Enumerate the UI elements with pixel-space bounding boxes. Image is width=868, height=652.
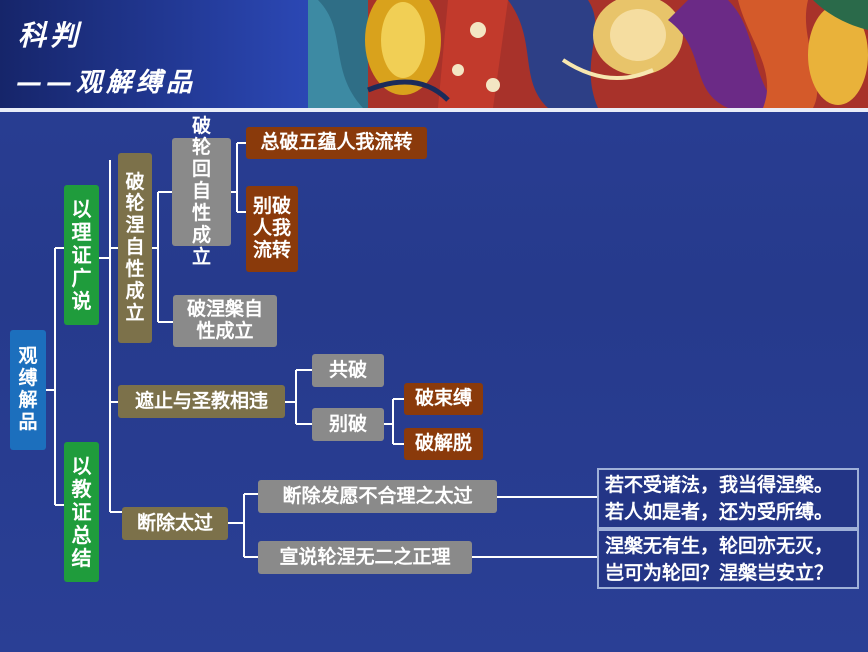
quote-box-2: 涅槃无有生，轮回亦无灭， 岂可为轮回？涅槃岂安立？ — [597, 529, 859, 589]
connector-root — [46, 247, 64, 506]
node-cut-excess: 断除太过 — [122, 507, 228, 540]
leaf-general-refute: 总破五蕴人我流转 — [246, 127, 427, 159]
node-refute-samsara-nirvana: 破轮涅自性成立 — [118, 153, 152, 343]
node-root: 观缚解品 — [10, 330, 46, 450]
connector-avoid-contradiction — [285, 369, 312, 425]
connector-cut-excess — [228, 493, 258, 558]
node-avoid-contradiction: 遮止与圣教相违 — [118, 385, 285, 418]
quote-box-1: 若不受诸法，我当得涅槃。 若人如是者，还为受所缚。 — [597, 468, 859, 529]
node-branch-scripture: 以教证总结 — [64, 442, 99, 582]
node-refute-nirvana: 破涅槃自性成立 — [173, 295, 277, 347]
node-common-refute: 共破 — [312, 354, 384, 387]
quote-2-line-1: 涅槃无有生，轮回亦无灭， — [605, 535, 834, 557]
node-nonduality: 宣说轮涅无二之正理 — [258, 541, 472, 574]
node-branch-reasoning: 以理证广说 — [64, 185, 99, 325]
page-title: 科判 — [18, 19, 83, 52]
thangka-artwork — [308, 0, 868, 108]
leaf-refute-liberation: 破解脱 — [404, 428, 483, 460]
connector-refute-samsara-nirvana — [152, 191, 173, 323]
thangka-artwork-image — [308, 0, 868, 108]
node-separate-refute: 别破 — [312, 408, 384, 441]
leaf-refute-bondage: 破束缚 — [404, 383, 483, 415]
node-refute-samsara: 破轮回自性成立 — [172, 115, 231, 268]
connector-separate-refute — [384, 398, 404, 445]
quote-1-line-1: 若不受诸法，我当得涅槃。 — [605, 474, 834, 496]
header-divider — [0, 108, 868, 112]
quote-1-line-2: 若人如是者，还为受所缚。 — [605, 501, 834, 523]
connector-refute-samsara — [231, 142, 246, 213]
node-cut-wish-excess: 断除发愿不合理之太过 — [258, 480, 497, 513]
header-banner: 科判 ——观解缚品 — [0, 0, 868, 108]
connector-branch-1 — [99, 160, 122, 513]
quote-2-line-2: 岂可为轮回？涅槃岂安立？ — [605, 562, 834, 584]
leaf-specific-refute: 别破人我流转 — [246, 186, 298, 272]
page-subtitle: ——观解缚品 — [16, 68, 197, 98]
